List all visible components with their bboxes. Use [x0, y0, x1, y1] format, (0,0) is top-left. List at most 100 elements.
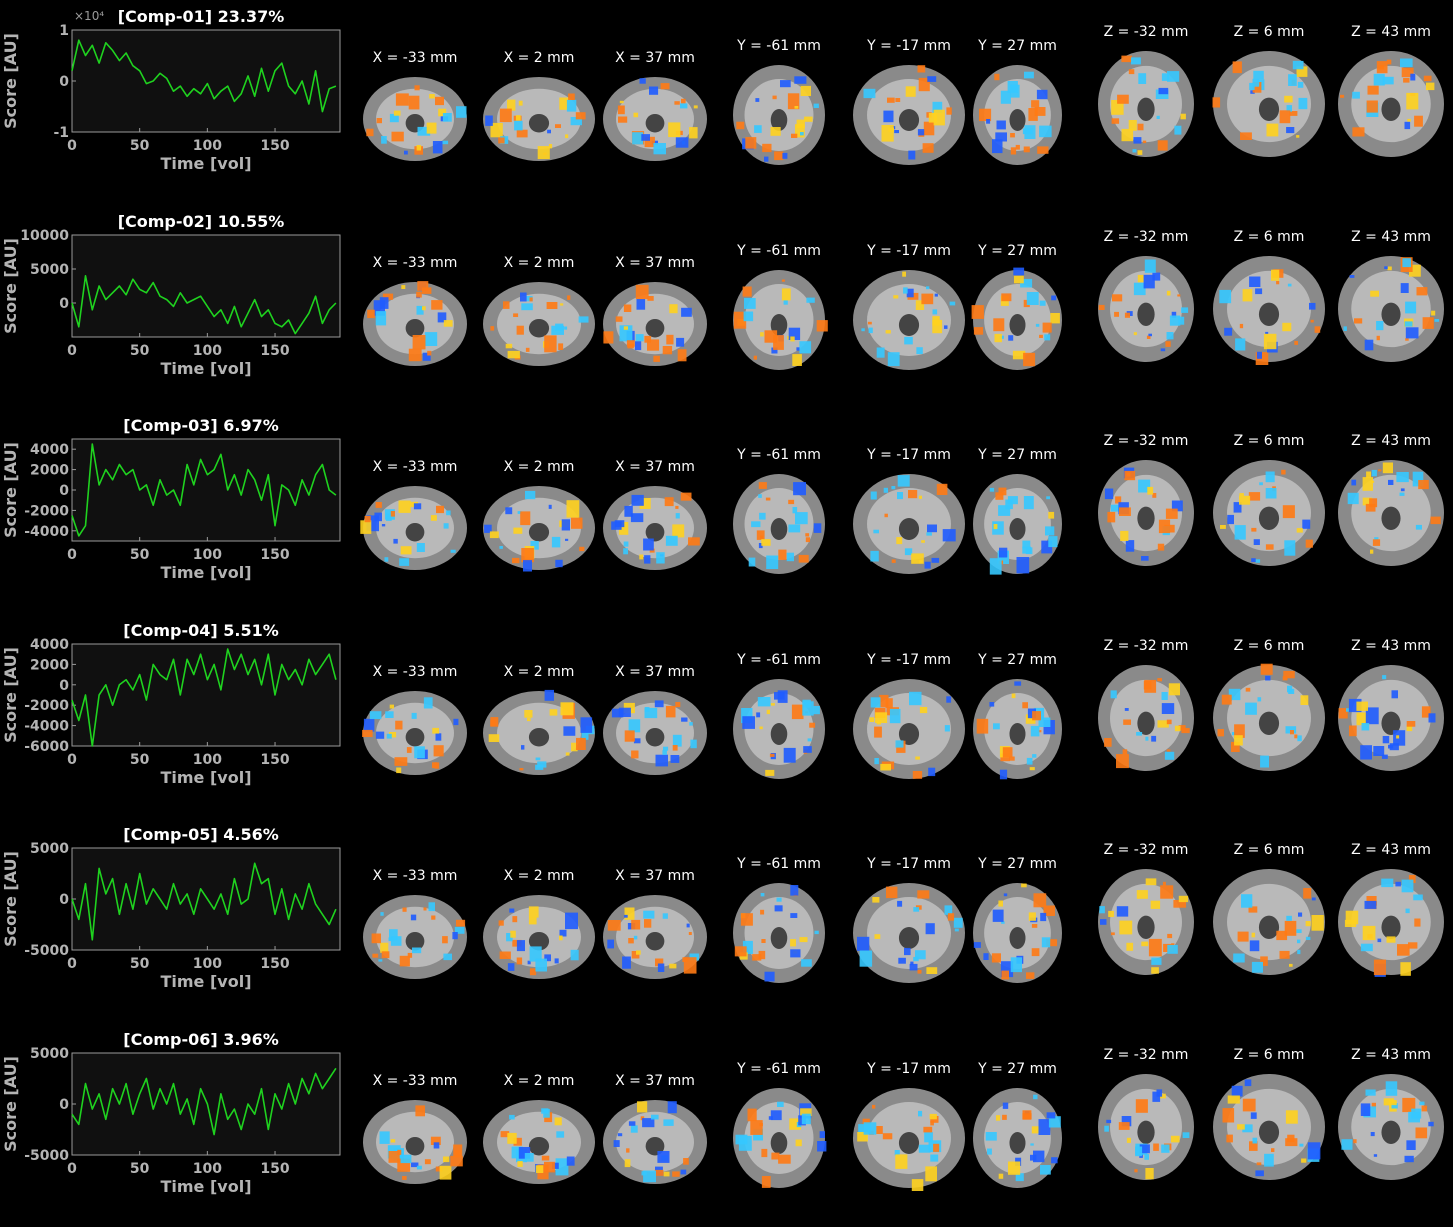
activation-blob	[676, 337, 685, 347]
activation-blob	[1051, 1156, 1058, 1163]
activation-blob	[437, 311, 447, 322]
activation-blob	[1351, 479, 1357, 486]
activation-blob	[1015, 144, 1020, 150]
x-axis-label: Time [vol]	[160, 768, 251, 787]
activation-blob	[1265, 544, 1274, 550]
activation-blob	[1303, 888, 1312, 899]
activation-blob	[1124, 707, 1129, 711]
activation-blob	[654, 699, 664, 707]
activation-blob	[505, 507, 513, 515]
activation-blob	[578, 315, 589, 323]
activation-blob	[374, 512, 382, 522]
brain-slice-image	[1335, 662, 1447, 774]
activation-blob	[666, 334, 674, 344]
activation-blob	[568, 93, 575, 100]
brain-slice-image	[730, 1085, 828, 1191]
ventricle	[528, 1136, 550, 1155]
activation-blob	[917, 65, 926, 73]
series-line	[71, 443, 337, 537]
y-axis-label: Score [AU]	[1, 1056, 20, 1152]
activation-blob	[874, 757, 879, 764]
slice-label: Z = 43 mm	[1351, 24, 1431, 40]
activation-blob	[743, 311, 754, 321]
slice-label: X = 2 mm	[503, 50, 575, 66]
ventricle	[1137, 302, 1155, 326]
activation-blob	[1158, 1093, 1166, 1098]
activation-blob	[1046, 1111, 1056, 1118]
activation-blob	[1217, 728, 1224, 736]
activation-blob	[992, 521, 1004, 535]
activation-blob	[1010, 147, 1017, 155]
activation-blob	[516, 940, 525, 952]
activation-blob	[1407, 118, 1411, 122]
activation-blob	[1111, 932, 1115, 936]
activation-blob	[1395, 881, 1401, 887]
brain-slice-image	[1095, 662, 1197, 774]
activation-blob	[913, 956, 919, 962]
activation-blob	[615, 315, 623, 322]
activation-blob	[1044, 333, 1051, 340]
activation-blob	[1136, 731, 1143, 736]
activation-blob	[781, 279, 785, 282]
activation-blob	[639, 554, 644, 560]
activation-blob	[1282, 505, 1295, 519]
activation-blob	[1242, 1123, 1253, 1132]
brain-slice-image	[360, 1097, 470, 1187]
activation-blob	[800, 132, 804, 136]
activation-blob	[416, 543, 425, 552]
brain-slice-image	[730, 471, 828, 577]
activation-blob	[876, 1125, 883, 1134]
y-tick-label: 0	[59, 1097, 69, 1113]
activation-blob	[404, 150, 408, 155]
activation-blob	[1136, 890, 1148, 899]
brain-slice-image	[1210, 1071, 1328, 1183]
activation-blob	[1381, 878, 1394, 888]
activation-blob	[917, 890, 930, 899]
activation-blob	[647, 338, 660, 351]
activation-blob	[1250, 90, 1255, 94]
activation-blob	[1131, 57, 1141, 65]
activation-blob	[1150, 900, 1161, 909]
activation-blob	[1279, 110, 1291, 124]
activation-blob	[1296, 66, 1308, 77]
activation-blob	[1036, 89, 1048, 100]
activation-blob	[1157, 543, 1165, 551]
activation-blob	[1415, 1127, 1428, 1138]
activation-blob	[624, 907, 635, 920]
activation-blob	[750, 1119, 763, 1135]
y-tick-label: 0	[59, 74, 69, 90]
brain-slice-image	[730, 267, 828, 373]
activation-blob	[770, 702, 775, 706]
activation-blob	[660, 83, 670, 90]
activation-blob	[1299, 1143, 1304, 1147]
activation-blob	[628, 1120, 636, 1126]
slice-label: Z = 43 mm	[1351, 228, 1431, 245]
activation-blob	[429, 94, 435, 99]
activation-blob	[642, 1117, 655, 1127]
activation-blob	[1048, 511, 1055, 519]
brain-slice-image	[1335, 1071, 1447, 1183]
activation-blob	[450, 549, 456, 553]
activation-blob	[933, 1143, 940, 1152]
activation-blob	[1256, 1161, 1262, 1165]
slice-label: Z = -32 mm	[1103, 842, 1189, 858]
activation-blob	[1362, 925, 1376, 941]
slice-label: X = 37 mm	[615, 1072, 695, 1089]
activation-blob	[380, 942, 389, 953]
activation-blob	[1285, 1137, 1298, 1146]
slice-label: Z = 43 mm	[1351, 1046, 1431, 1063]
activation-blob	[790, 939, 796, 947]
activation-blob	[1169, 315, 1181, 326]
activation-blob	[1114, 311, 1119, 317]
activation-blob	[800, 85, 811, 96]
activation-blob	[1404, 320, 1413, 327]
slice-label: Y = -61 mm	[737, 856, 821, 872]
activation-blob	[790, 949, 801, 958]
activation-blob	[868, 327, 873, 333]
activation-blob	[512, 916, 518, 923]
brain-slice-image	[1095, 253, 1197, 365]
activation-blob	[870, 491, 877, 500]
slice-label: Y = 27 mm	[978, 38, 1057, 54]
activation-blob	[1028, 108, 1038, 121]
